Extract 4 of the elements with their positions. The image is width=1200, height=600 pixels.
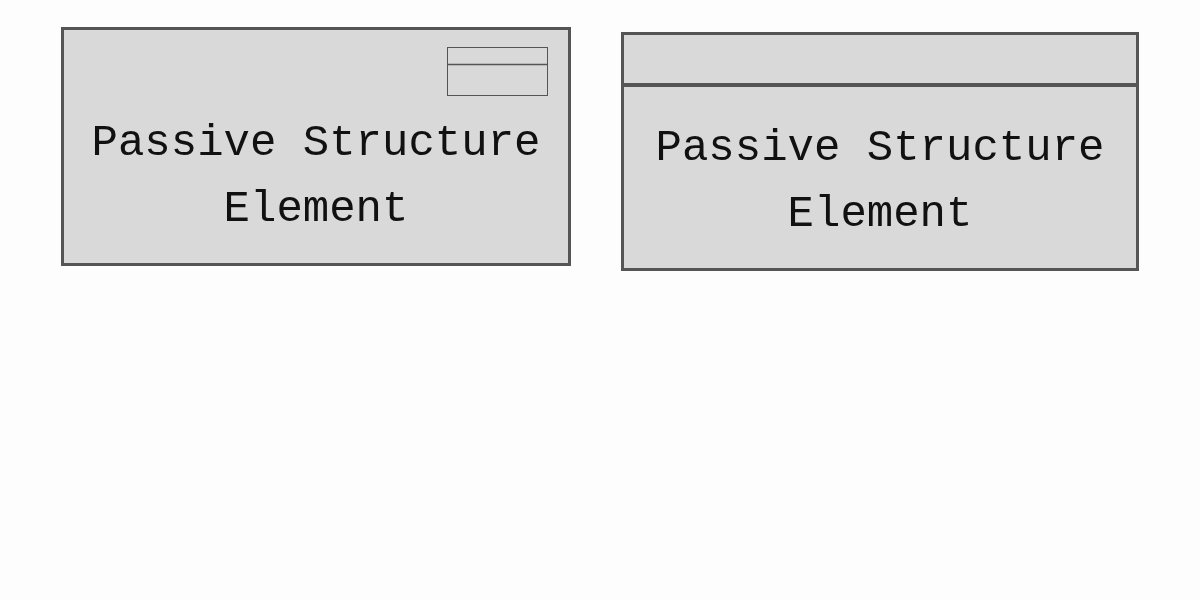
passive-structure-box	[61, 27, 571, 266]
element-label: Passive Structure Element	[90, 117, 542, 236]
element-label: Passive Structure Element	[654, 122, 1106, 241]
passive-structure-box	[621, 32, 1139, 271]
